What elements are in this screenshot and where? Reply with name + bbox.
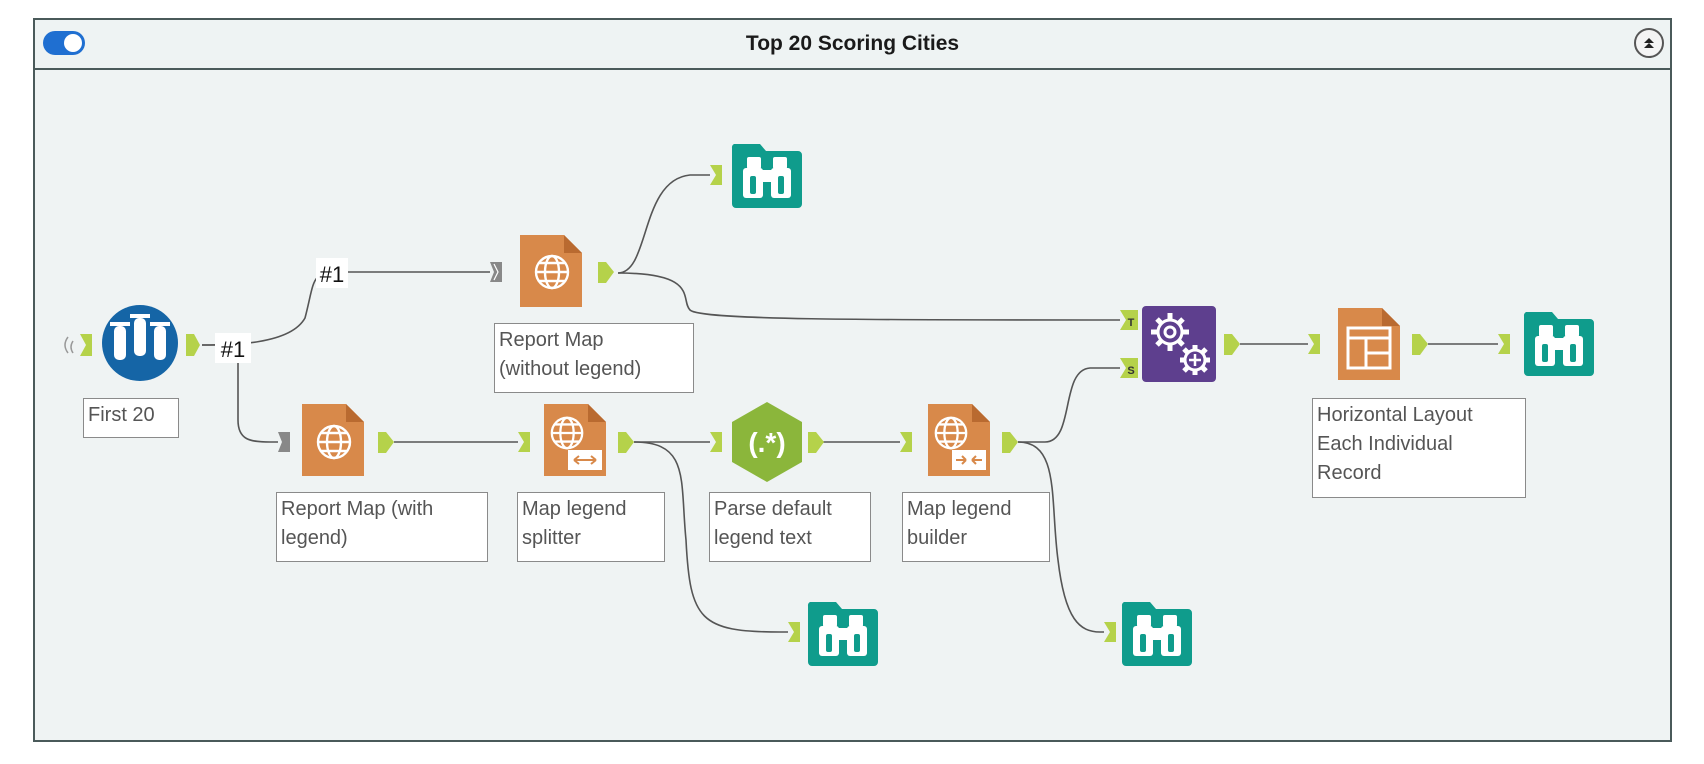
connection-tag-bottom: #1	[215, 333, 251, 363]
svg-text:S: S	[1127, 365, 1134, 377]
browse-binoculars-icon	[1121, 602, 1192, 666]
input-anchor-t[interactable]: T	[1120, 310, 1138, 330]
layout-tool[interactable]	[1308, 308, 1428, 380]
input-anchor[interactable]	[900, 432, 912, 452]
double-chevron-up-icon	[1644, 38, 1654, 48]
output-anchor[interactable]	[1224, 334, 1240, 355]
collapse-container-button[interactable]	[1634, 28, 1664, 58]
input-anchor[interactable]	[710, 432, 722, 452]
output-anchor[interactable]	[1002, 432, 1018, 453]
report-map-icon	[302, 404, 364, 476]
browse-tool-4[interactable]	[1498, 312, 1594, 376]
tool-label-horizontal-layout: Horizontal Layout Each Individual Record	[1312, 398, 1526, 498]
connection-tag-top: #1	[316, 258, 348, 288]
output-anchor[interactable]	[1412, 334, 1428, 355]
input-anchor[interactable]	[64, 334, 92, 356]
map-legend-splitter-tool[interactable]	[518, 404, 634, 476]
regex-tool-parse-legend[interactable]: (.*)	[710, 402, 824, 482]
output-anchor[interactable]	[186, 334, 200, 356]
tool-label-map-legend-builder: Map legend builder	[902, 492, 1050, 562]
container-title-bar: Top 20 Scoring Cities	[35, 20, 1670, 70]
input-anchor[interactable]	[1498, 334, 1510, 354]
overlay-tool[interactable]: T S	[1120, 306, 1240, 382]
browse-binoculars-icon	[807, 602, 878, 666]
tool-label-first-20: First 20	[83, 398, 179, 438]
toggle-knob	[64, 34, 82, 52]
regex-icon	[732, 402, 802, 482]
input-anchor[interactable]	[1308, 334, 1320, 354]
output-anchor[interactable]	[598, 262, 614, 283]
svg-text:#1: #1	[320, 262, 344, 287]
svg-text:#1: #1	[221, 337, 245, 362]
connections	[201, 174, 1498, 633]
browse-tool-3[interactable]	[1104, 602, 1192, 666]
svg-text:T: T	[1128, 317, 1135, 329]
tool-label-report-map-with-legend: Report Map (with legend)	[276, 492, 488, 562]
input-anchor[interactable]	[518, 432, 530, 452]
svg-text:(.*): (.*)	[748, 427, 785, 458]
input-anchor[interactable]	[710, 165, 722, 185]
tool-label-map-legend-splitter: Map legend splitter	[517, 492, 665, 562]
output-anchor[interactable]	[808, 432, 824, 453]
map-legend-builder-tool[interactable]	[900, 404, 1018, 476]
output-anchor[interactable]	[378, 432, 394, 453]
input-anchor[interactable]	[788, 622, 800, 642]
container-enable-toggle[interactable]	[43, 31, 85, 55]
report-map-tool-with-legend[interactable]	[278, 404, 394, 476]
input-anchor-s[interactable]: S	[1120, 358, 1138, 378]
report-map-tool-without-legend[interactable]	[490, 235, 614, 307]
tool-label-parse-default-legend-text: Parse default legend text	[709, 492, 871, 562]
browse-tool-2[interactable]	[788, 602, 878, 666]
browse-binoculars-icon	[1523, 312, 1594, 376]
tool-label-report-map-without-legend: Report Map (without legend)	[494, 323, 694, 393]
container-title: Top 20 Scoring Cities	[745, 32, 960, 55]
input-anchor[interactable]	[1104, 622, 1116, 642]
browse-tool-1[interactable]	[710, 144, 802, 208]
sample-tool-first-20[interactable]	[64, 305, 200, 381]
output-anchor[interactable]	[618, 432, 634, 453]
browse-binoculars-icon	[731, 144, 802, 208]
